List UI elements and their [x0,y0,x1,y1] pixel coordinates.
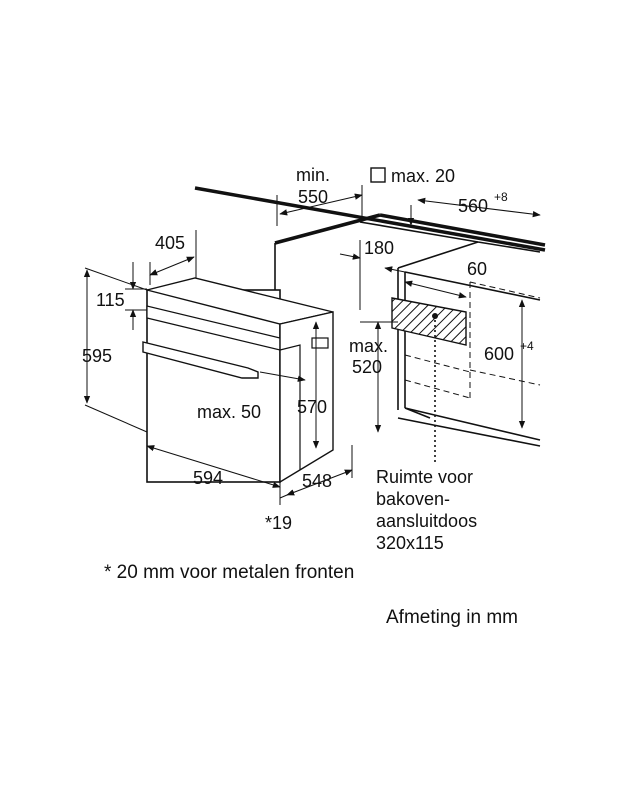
label-180: 180 [364,238,394,258]
label-600: 600 [484,344,514,364]
label-max-20: max. 20 [391,166,455,186]
label-115: 115 [96,290,125,310]
label-560: 560 [458,196,488,216]
dimension-lines [83,185,541,505]
label-548: 548 [302,471,332,491]
oven-handle [142,341,259,379]
label-19: *19 [265,513,292,533]
max-20-square-icon [370,167,386,183]
space-note-line1: Ruimte voor [376,467,473,487]
label-60: 60 [467,259,487,279]
space-note-line4: 320x115 [376,533,444,553]
label-570: 570 [297,397,327,417]
label-595: 595 [82,346,112,366]
cabinet-niche [194,186,546,465]
label-405: 405 [155,233,185,253]
unit-note: Afmeting in mm [386,607,518,628]
label-560-tolerance: +8 [494,190,508,204]
label-max-520-b: 520 [352,357,382,377]
space-note-line2: bakoven- [376,489,450,509]
label-594: 594 [193,468,223,488]
label-600-tolerance: +4 [520,339,534,353]
label-min: min. [296,165,330,185]
connection-box-area [391,297,467,346]
label-max-50: max. 50 [197,402,261,422]
label-max-520-a: max. [349,336,388,356]
label-550: 550 [298,187,328,207]
footnote-metal-fronts: * 20 mm voor metalen fronten [104,562,354,583]
space-note-line3: aansluitdoos [376,511,477,531]
